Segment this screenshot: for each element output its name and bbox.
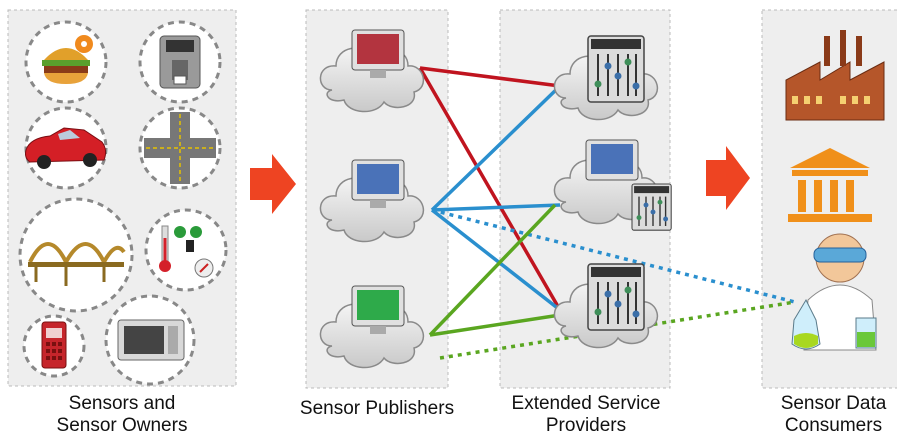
caption-sensor-publishers-line1: Sensor Publishers <box>299 398 455 419</box>
caption-data-consumers-line1: Sensor Data <box>780 393 887 414</box>
sensor-road-intersection <box>138 106 222 190</box>
car-icon <box>25 127 107 169</box>
flow-arrow-2 <box>706 146 750 210</box>
control-panel-icon <box>587 35 645 103</box>
microwave-icon <box>117 319 185 361</box>
caption-data-consumers: Sensor Data Consumers <box>770 393 897 437</box>
connection-lines <box>418 66 796 360</box>
publisher-red <box>319 29 425 113</box>
control-panel-icon <box>631 183 672 231</box>
burger-icon <box>42 35 93 84</box>
government-building-icon <box>788 148 872 222</box>
weather-station-icon <box>159 225 214 278</box>
provider-2 <box>553 139 672 231</box>
sensor-mobile-phone <box>22 314 86 378</box>
bridge-icon <box>28 242 126 286</box>
factory-icon <box>785 30 885 121</box>
sensor-microwave <box>104 294 196 386</box>
sensor-coffee-machine <box>138 20 222 104</box>
sensor-burger <box>24 20 108 104</box>
control-panel-icon <box>587 263 645 331</box>
caption-service-providers-line2: Providers <box>545 415 627 436</box>
link-blue-2 <box>431 203 561 212</box>
caption-service-providers-line1: Extended Service <box>511 393 661 414</box>
monitor-screen-blue <box>591 144 633 174</box>
sensor-weather-station <box>144 208 228 292</box>
link-red-2 <box>418 67 562 311</box>
publisher-green <box>319 285 425 369</box>
caption-sensor-owners-line2: Sensor Owners <box>56 415 188 436</box>
sensor-bridge <box>18 197 134 313</box>
road-intersection-icon <box>144 112 216 184</box>
coffee-machine-icon <box>159 35 201 89</box>
scientist-icon <box>791 233 877 351</box>
sensor-car <box>24 106 108 190</box>
link-red-1 <box>419 66 561 88</box>
publisher-blue <box>319 159 425 243</box>
monitor-screen-red <box>357 34 399 64</box>
monitor-screen-green <box>357 290 399 320</box>
caption-sensor-owners-line1: Sensors and <box>68 393 176 414</box>
monitor-screen-blue <box>357 164 399 194</box>
caption-sensor-publishers: Sensor Publishers <box>282 398 472 420</box>
link-blue-1 <box>430 84 562 212</box>
mobile-phone-icon <box>41 321 67 369</box>
flow-arrow-1 <box>250 154 296 214</box>
caption-service-providers: Extended Service Providers <box>496 393 676 437</box>
link-green-2 <box>429 313 561 337</box>
link-green-1 <box>428 203 557 337</box>
link-green-dotted <box>439 300 796 360</box>
link-blue-3 <box>430 208 562 312</box>
caption-sensor-owners: Sensors and Sensor Owners <box>30 393 214 437</box>
caption-data-consumers-line2: Consumers <box>784 415 883 436</box>
